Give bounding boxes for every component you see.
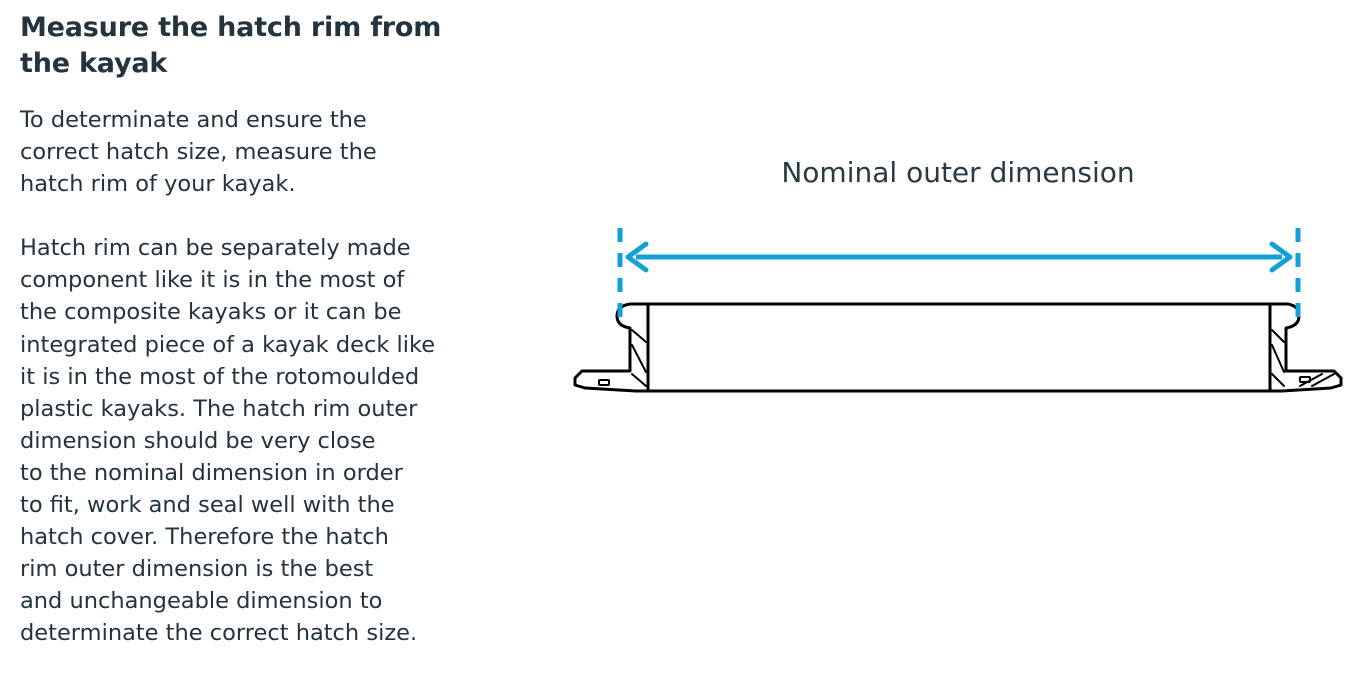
paragraph-line: integrated piece of a kayak deck like: [20, 331, 436, 358]
arrowhead-right: [1269, 241, 1293, 273]
dimension-marker: [617, 228, 1301, 328]
paragraph-line: rim outer dimension is the best: [20, 556, 374, 583]
rim-right-hatch: [1271, 344, 1285, 373]
body-paragraph: Hatch rim can be separately made compone…: [20, 232, 480, 649]
paragraph-line: component like it is in the most of: [20, 267, 405, 294]
rim-right-slot: [1299, 376, 1311, 383]
rim-left-hatch: [631, 344, 647, 373]
paragraph-line: hatch rim of your kayak.: [20, 171, 296, 198]
paragraph-line: to the nominal dimension in order: [20, 459, 403, 486]
paragraph-line: to fit, work and seal well with the: [20, 492, 395, 519]
text-column: Measure the hatch rim from the kayak To …: [20, 10, 480, 650]
intro-paragraph: To determinate and ensure the correct ha…: [20, 104, 480, 200]
paragraph-line: To determinate and ensure the: [20, 107, 367, 133]
page-title: Measure the hatch rim from the kayak: [20, 10, 480, 82]
hatch-rim-diagram: [560, 140, 1356, 420]
arrowhead-left: [625, 241, 649, 273]
title-line: the kayak: [20, 48, 168, 79]
paragraph-line: the composite kayaks or it can be: [20, 299, 402, 326]
hatch-rim-svg: [573, 228, 1343, 393]
paragraph-line: dimension should be very close: [20, 427, 376, 454]
rim-left-hatch: [631, 373, 647, 387]
paragraph-line: and unchangeable dimension to: [20, 588, 383, 615]
rim-right-hatch: [1311, 373, 1335, 387]
paragraph-line: it is in the most of the rotomoulded: [20, 363, 420, 390]
rim-right-hatch: [1271, 373, 1285, 387]
paragraph-line: hatch cover. Therefore the hatch: [20, 524, 389, 551]
rim-left-lip: [573, 302, 652, 393]
hatch-rim-profile: [573, 302, 1343, 393]
paragraph-line: Hatch rim can be separately made: [20, 235, 411, 262]
paragraph-line: plastic kayaks. The hatch rim outer: [20, 395, 418, 422]
title-line: Measure the hatch rim from: [20, 12, 442, 43]
rim-left-hatch: [631, 329, 647, 343]
paragraph-line: determinate the correct hatch size.: [20, 620, 418, 647]
dimension-label: Nominal outer dimension: [781, 156, 1135, 189]
rim-right-lip: [1266, 302, 1343, 393]
rim-right-hatch: [1271, 329, 1285, 343]
rim-left-slot: [598, 379, 610, 386]
paragraph-line: correct hatch size, measure the: [20, 139, 377, 166]
